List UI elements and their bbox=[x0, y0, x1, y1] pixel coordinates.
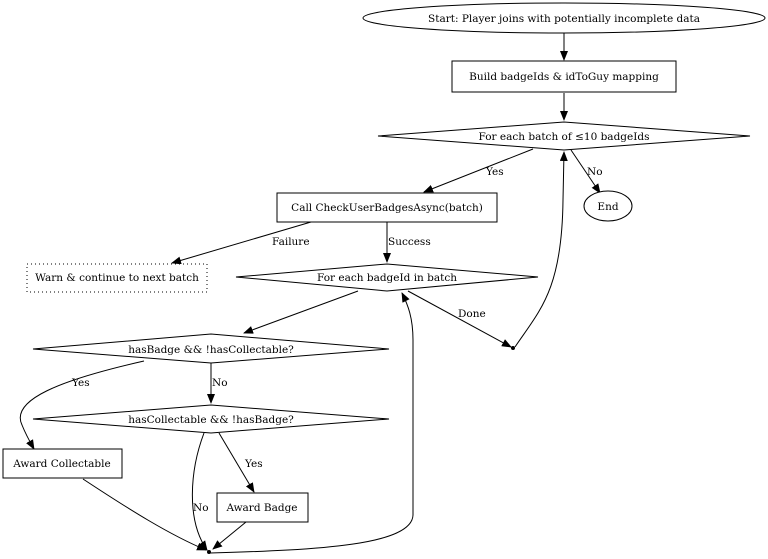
batch-join-point bbox=[511, 346, 515, 350]
node-build: Build badgeIds & idToGuy mapping bbox=[451, 60, 677, 93]
node-cond2-label: hasCollectable && !hasBadge? bbox=[128, 414, 294, 426]
edges bbox=[19, 33, 601, 554]
node-cond1: hasBadge && !hasCollectable? bbox=[32, 333, 390, 364]
node-call-label: Call CheckUserBadgesAsync(batch) bbox=[291, 202, 483, 214]
label-cond1-no: No bbox=[212, 377, 228, 389]
label-cond1-yes: Yes bbox=[71, 377, 90, 389]
node-warn-label: Warn & continue to next batch bbox=[35, 272, 199, 284]
node-badge-loop-label: For each badgeId in batch bbox=[317, 272, 457, 284]
node-batch-loop-label: For each batch of ≤10 badgeIds bbox=[479, 131, 650, 143]
label-call-failure: Failure bbox=[272, 236, 310, 248]
label-badge-done: Done bbox=[458, 308, 486, 320]
node-end: End bbox=[583, 190, 633, 222]
node-badge-loop: For each badgeId in batch bbox=[235, 263, 539, 292]
edge-cond2-yes-to-award-badge bbox=[218, 432, 255, 493]
edge-award-collectable-to-join bbox=[82, 478, 207, 551]
node-batch-loop: For each batch of ≤10 badgeIds bbox=[377, 121, 751, 151]
edge-call-failure-to-warn bbox=[171, 221, 312, 265]
edge-batch-no-to-end bbox=[570, 149, 601, 194]
node-award-badge: Award Badge bbox=[216, 492, 309, 523]
label-call-success: Success bbox=[388, 236, 431, 248]
node-start-label: Start: Player joins with potentially inc… bbox=[428, 13, 700, 25]
node-award-collectable: Award Collectable bbox=[2, 448, 123, 479]
edge-join-to-badge-loop bbox=[209, 292, 414, 554]
label-batch-yes: Yes bbox=[485, 166, 504, 178]
edge-badge-loop-to-cond1 bbox=[243, 290, 359, 334]
node-award-badge-label: Award Badge bbox=[225, 502, 297, 514]
label-batch-no: No bbox=[587, 166, 603, 178]
edge-batch-yes-to-call bbox=[423, 148, 534, 193]
node-call: Call CheckUserBadgesAsync(batch) bbox=[276, 192, 498, 223]
node-end-label: End bbox=[597, 201, 618, 213]
edge-badge-done-to-join bbox=[407, 290, 512, 348]
edge-cond2-no-to-join bbox=[191, 432, 208, 551]
node-warn: Warn & continue to next batch bbox=[26, 263, 208, 293]
edge-join-to-batch-loop bbox=[514, 151, 568, 348]
node-cond2: hasCollectable && !hasBadge? bbox=[32, 404, 390, 434]
node-build-label: Build badgeIds & idToGuy mapping bbox=[469, 71, 659, 83]
node-award-collectable-label: Award Collectable bbox=[12, 458, 110, 470]
edge-award-badge-to-join bbox=[212, 521, 247, 550]
label-cond2-yes: Yes bbox=[244, 458, 263, 470]
edge-cond1-yes-to-award-collectable bbox=[19, 360, 145, 450]
node-cond1-label: hasBadge && !hasCollectable? bbox=[128, 344, 294, 356]
label-cond2-no: No bbox=[193, 502, 209, 514]
node-start: Start: Player joins with potentially inc… bbox=[362, 2, 766, 34]
badge-join-point bbox=[207, 550, 211, 554]
